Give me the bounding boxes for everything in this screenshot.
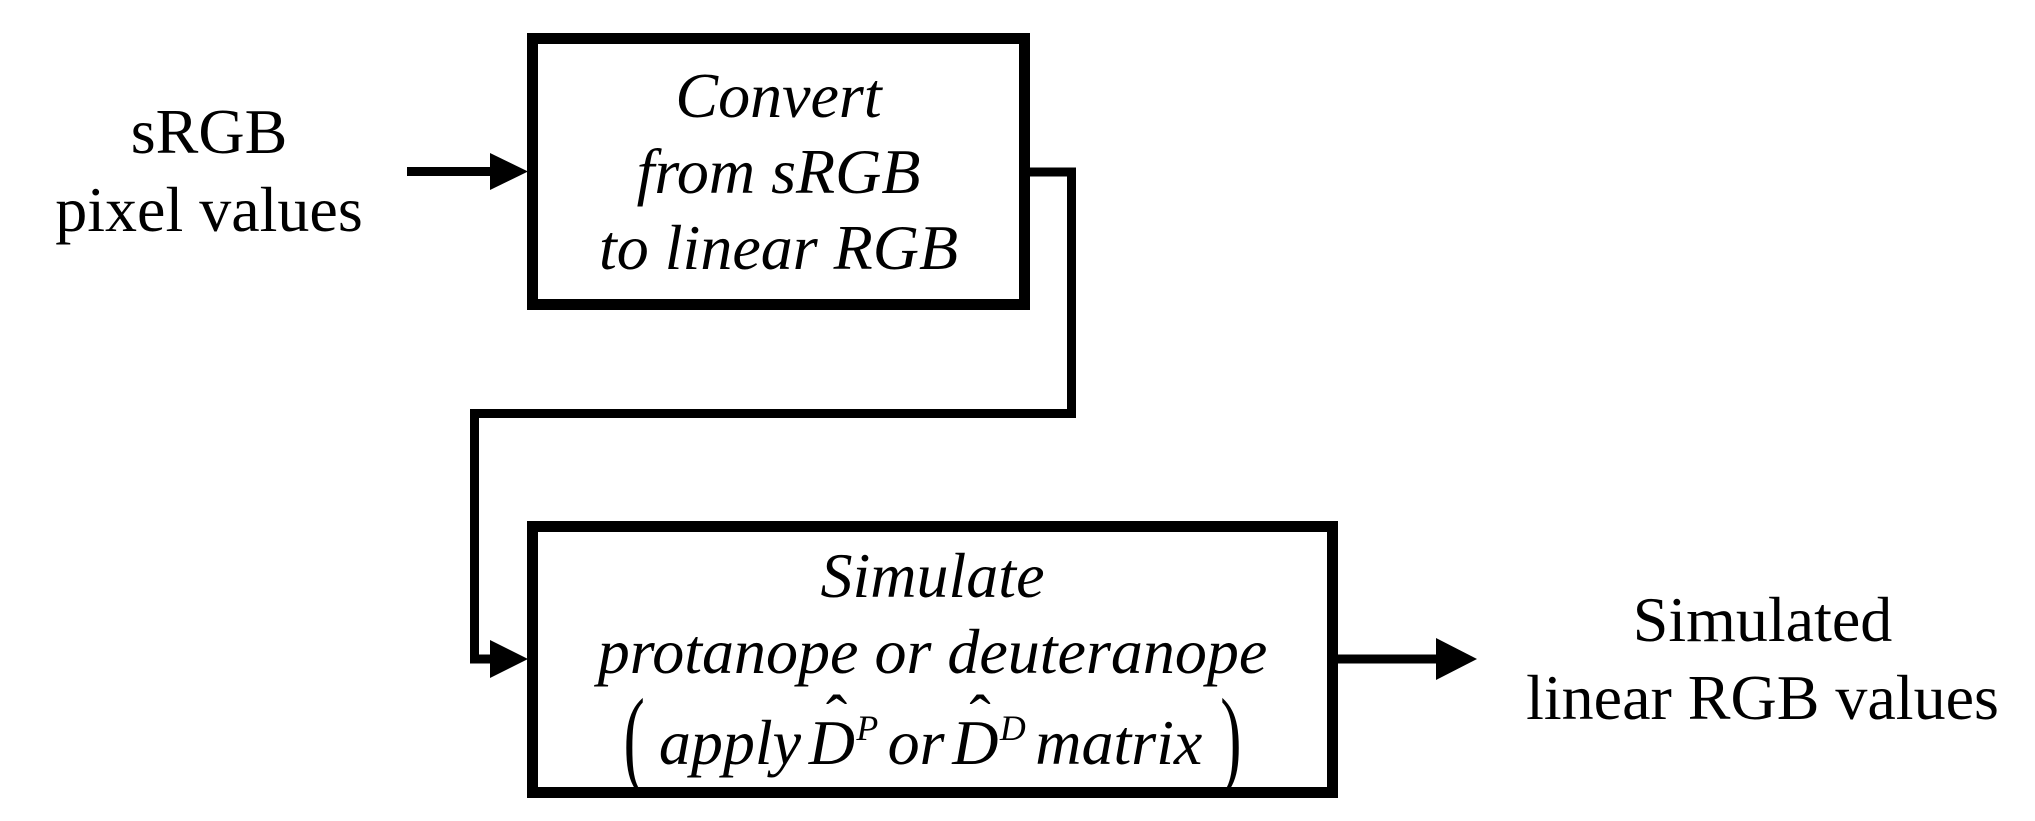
formula-close-paren: ) xyxy=(1220,676,1242,799)
connector-arrowhead-icon xyxy=(490,640,528,678)
output-arrowhead-icon xyxy=(1436,638,1477,680)
simulate-box-line1: Simulate xyxy=(820,539,1045,611)
output-label-line2: linear RGB values xyxy=(1526,662,1999,733)
input-label-line1: sRGB xyxy=(130,96,288,167)
connector-elbow-arrow xyxy=(470,167,1076,678)
input-label-line2: pixel values xyxy=(55,174,363,245)
connector-path xyxy=(470,167,1076,664)
formula-sup-d: D xyxy=(999,707,1026,748)
formula-hat1-icon: ˆ xyxy=(825,681,848,753)
formula-open-paren: ( xyxy=(623,676,645,799)
output-arrow xyxy=(1338,638,1477,680)
convert-box-line3: to linear RGB xyxy=(598,211,959,283)
formula-sup-p: P xyxy=(856,707,879,748)
simulate-box-line2: protanope or deuteranope xyxy=(597,615,1268,687)
formula-d1: D xyxy=(808,707,855,779)
output-label-line1: Simulated xyxy=(1632,584,1893,655)
input-arrowhead-icon xyxy=(490,153,528,190)
output-label: Simulated linear RGB values xyxy=(1492,581,2033,737)
convert-box-line1: Convert xyxy=(675,59,882,131)
formula-word-apply: apply xyxy=(658,707,802,779)
formula-word-matrix: matrix xyxy=(1035,707,1203,779)
input-arrow xyxy=(407,153,528,190)
formula-word-or: or xyxy=(887,707,945,779)
convert-box: Convert from sRGB to linear RGB xyxy=(527,33,1030,310)
formula-hat2-icon: ˆ xyxy=(969,681,991,753)
simulate-box: Simulate protanope or deuteranope (apply… xyxy=(527,521,1338,799)
convert-box-line2: from sRGB xyxy=(636,135,921,207)
formula-d2: D xyxy=(952,707,999,779)
input-label: sRGB pixel values xyxy=(19,93,399,249)
